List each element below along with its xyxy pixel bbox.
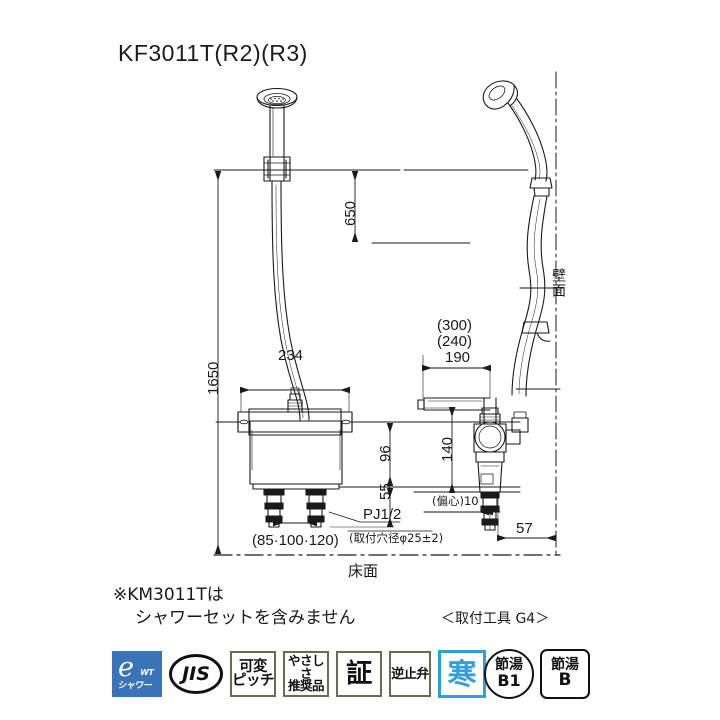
note-line-2: シャワーセットを含みません bbox=[135, 608, 356, 628]
badge-setsuyu-b1-line1: 節湯 bbox=[495, 657, 523, 674]
wall-label: 壁面 bbox=[550, 268, 566, 298]
floor-label: 床面 bbox=[348, 562, 379, 580]
badge-setsuyu-b: 節湯 B bbox=[540, 649, 590, 699]
dim-label-96: 96 bbox=[377, 445, 394, 462]
badge-akashi: 証 bbox=[336, 651, 382, 697]
dim-190 bbox=[422, 364, 491, 399]
page-title: KF3011T(R2)(R3) bbox=[118, 40, 308, 66]
dim-label-pitch: (85·100·120) bbox=[252, 532, 339, 549]
badge-yasashisa: やさしさ 推奨品 bbox=[283, 651, 329, 697]
leader-pj12 bbox=[328, 511, 401, 523]
dim-label-55: 55 bbox=[377, 483, 394, 500]
badge-kahen-line2: ピッチ bbox=[232, 673, 275, 689]
badge-e-glyph: e bbox=[118, 652, 134, 683]
badge-kahen-pitch: 可変 ピッチ bbox=[230, 651, 276, 697]
inlet-shanks bbox=[263, 488, 327, 528]
badge-shower-glyph: シャワー bbox=[117, 681, 153, 691]
badge-setsuyu-b-line1: 節湯 bbox=[551, 656, 579, 673]
shower-head-front bbox=[256, 87, 310, 421]
badge-jis: JIS bbox=[169, 654, 223, 694]
badge-kahen-line1: 可変 bbox=[239, 658, 268, 675]
tool-note: ＜取付工具 G4＞ bbox=[441, 611, 550, 627]
badge-gyakushiben-line1: 逆止弁 bbox=[391, 666, 429, 682]
dim-label-140: 140 bbox=[439, 436, 456, 462]
dim-label-190: 190 bbox=[445, 349, 471, 366]
certification-badge-row: e WT シャワー JIS 可変 ピッチ やさしさ 推奨品 証 逆止弁 寒 bbox=[112, 648, 486, 700]
dim-label-pj12: PJ1/2 bbox=[363, 506, 402, 523]
dim-label-240: (240) bbox=[437, 333, 473, 350]
dim-label-1650: 1650 bbox=[205, 361, 222, 395]
dim-234 bbox=[240, 386, 350, 413]
dim-label-650: 650 bbox=[342, 200, 359, 226]
dim-label-eccentric: (偏心)10 bbox=[432, 494, 479, 508]
dim-label-57: 57 bbox=[516, 520, 533, 537]
hand-shower-side bbox=[482, 80, 564, 397]
badge-kan-cold: 寒 bbox=[438, 650, 486, 698]
dim-label-300: (300) bbox=[437, 317, 473, 334]
badge-setsuyu-b1: 節湯 B1 bbox=[484, 649, 534, 699]
dim-140 bbox=[423, 407, 457, 493]
badge-yasashisa-line2: 推奨品 bbox=[287, 678, 325, 694]
note-line-1: ※KM3011Tは bbox=[113, 585, 224, 605]
badge-setsuyu-b1-line2: B1 bbox=[497, 670, 521, 690]
badge-wt-glyph: WT bbox=[140, 668, 154, 677]
dim-57 bbox=[497, 494, 556, 542]
mixer-body-side bbox=[417, 397, 529, 531]
dim-label-hole-dia: (取付穴径φ25±2) bbox=[349, 531, 444, 545]
dim-eccentric bbox=[423, 508, 501, 531]
mixer-body-front bbox=[237, 387, 353, 490]
badge-akashi-line1: 証 bbox=[346, 659, 372, 689]
water-saving-badge-row: 節湯 B1 節湯 B bbox=[484, 648, 590, 700]
badge-yasashisa-line1: やさしさ bbox=[287, 653, 325, 681]
dim-label-234: 234 bbox=[278, 347, 304, 364]
badge-e-shower: e WT シャワー bbox=[112, 651, 162, 697]
badge-gyakushiben: 逆止弁 bbox=[389, 651, 431, 697]
badge-setsuyu-b-line2: B bbox=[558, 670, 572, 691]
